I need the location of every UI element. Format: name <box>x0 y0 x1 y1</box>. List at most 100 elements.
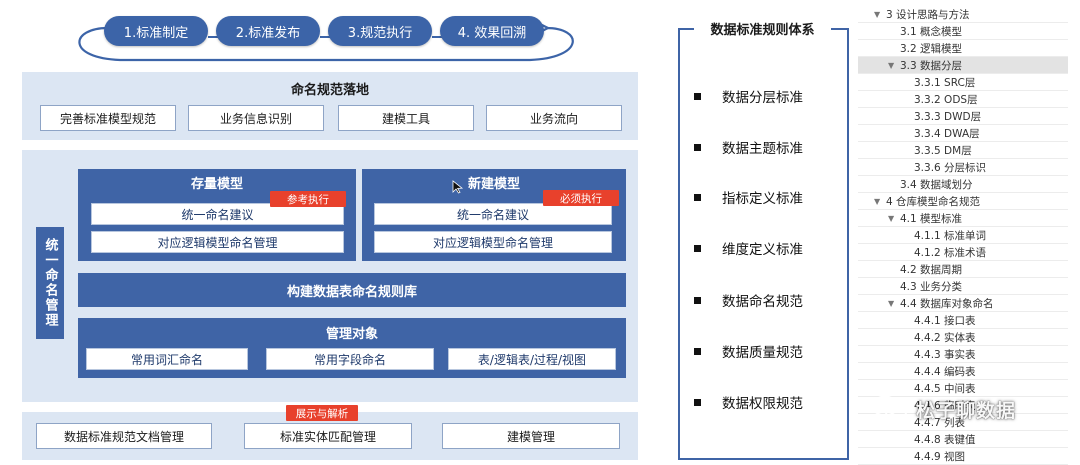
outline-item[interactable]: 3.3.2 ODS层 <box>858 91 1068 108</box>
outline-item-label: 3.3.6 分层标识 <box>914 161 987 174</box>
outline-item-label: 4.1.1 标准单词 <box>914 229 987 242</box>
standard-item-1: 数据分层标准 <box>694 86 803 106</box>
flow-step-3: 3.规范执行 <box>328 16 432 46</box>
new-model-block: 新建模型 统一命名建议 对应逻辑模型命名管理 <box>362 169 626 261</box>
bullet-square-icon <box>694 398 701 406</box>
bullet-square-icon <box>694 143 701 151</box>
outline-item[interactable]: 4.1.2 标准术语 <box>858 244 1068 261</box>
outline-item[interactable]: 4.1.1 标准单词 <box>858 227 1068 244</box>
outline-item[interactable]: 3.2 逻辑模型 <box>858 40 1068 57</box>
outline-item[interactable]: 4.4.6 临时表 <box>858 397 1068 414</box>
outline-item[interactable]: 3.3.1 SRC层 <box>858 74 1068 91</box>
outline-item[interactable]: ▼ 4.1 模型标准 <box>858 210 1068 227</box>
unified-naming-label: 统一命名管理 <box>36 227 64 339</box>
bottom-item-2: 标准实体匹配管理 <box>244 423 412 449</box>
standards-panel <box>678 28 849 460</box>
outline-item-label: 3.2 逻辑模型 <box>900 42 963 55</box>
existing-model-title: 存量模型 <box>190 177 243 192</box>
expand-triangle-icon[interactable]: ▼ <box>888 213 895 223</box>
expand-triangle-icon[interactable]: ▼ <box>874 9 881 19</box>
outline-item-label: 3.3.3 DWD层 <box>914 110 982 123</box>
outline-item-label: 4.4.2 实体表 <box>914 331 976 344</box>
bullet-square-icon <box>694 296 701 304</box>
flow-step-4: 4. 效果回溯 <box>440 16 544 46</box>
outline-item[interactable]: 3.1 概念模型 <box>858 23 1068 40</box>
outline-item-label: 4.4 数据库对象命名 <box>900 297 994 310</box>
bullet-square-icon <box>694 244 701 252</box>
outline-item-label: 3.3.1 SRC层 <box>914 76 976 89</box>
managed-item-3: 表/逻辑表/过程/视图 <box>448 348 616 370</box>
naming-library-bar: 构建数据表命名规则库 <box>78 273 626 307</box>
new-model-title: 新建模型 <box>467 177 520 192</box>
outline-item-label: 3.4 数据域划分 <box>900 178 973 191</box>
standard-label: 数据主题标准 <box>722 141 803 157</box>
naming-item-1: 完善标准模型规范 <box>40 105 176 131</box>
managed-item-2: 常用字段命名 <box>266 348 434 370</box>
outline-item[interactable]: 3.4 数据域划分 <box>858 176 1068 193</box>
outline-item-label: 4.4.6 临时表 <box>914 399 976 412</box>
outline-item[interactable]: 4.4.2 实体表 <box>858 329 1068 346</box>
bullet-square-icon <box>694 347 701 355</box>
outline-item[interactable]: ▼3.3 数据分层 <box>858 57 1068 74</box>
standard-label: 数据命名规范 <box>722 294 803 310</box>
outline-item-label: 4.1 模型标准 <box>900 212 963 225</box>
expand-triangle-icon[interactable]: ▼ <box>888 298 895 308</box>
new-tag: 必须执行 <box>543 190 619 206</box>
expand-triangle-icon[interactable]: ▼ <box>888 60 895 70</box>
outline-item[interactable]: 4.3 业务分类 <box>858 278 1068 295</box>
naming-panel: 命名规范落地 完善标准模型规范 业务信息识别 建模工具 业务流向 <box>22 72 638 140</box>
bottom-item-3: 建模管理 <box>442 423 620 449</box>
outline-item[interactable]: 4.4.1 接口表 <box>858 312 1068 329</box>
watermark: 松子聊数据 <box>870 392 1070 426</box>
existing-model-block: 存量模型 统一命名建议 对应逻辑模型命名管理 <box>78 169 356 261</box>
outline-item[interactable]: 3.3.4 DWA层 <box>858 125 1068 142</box>
outline-item-label: 4.2 数据周期 <box>900 263 963 276</box>
wechat-icon <box>872 395 907 421</box>
outline-item[interactable]: 4.2 数据周期 <box>858 261 1068 278</box>
managed-item-1: 常用词汇命名 <box>86 348 248 370</box>
outline-item[interactable]: 3.3.6 分层标识 <box>858 159 1068 176</box>
flow-step-1: 1.标准制定 <box>104 16 208 46</box>
managed-objects-block: 管理对象 常用词汇命名 常用字段命名 表/逻辑表/过程/视图 <box>78 318 626 378</box>
standard-item-5: 数据命名规范 <box>694 290 803 310</box>
standard-item-4: 维度定义标准 <box>694 238 803 258</box>
standard-label: 维度定义标准 <box>722 242 803 258</box>
outline-item[interactable]: ▼3 设计思路与方法 <box>858 6 1068 23</box>
outline-item[interactable]: ▼ 4.4 数据库对象命名 <box>858 295 1068 312</box>
flow-step-2: 2.标准发布 <box>216 16 320 46</box>
managed-objects-title: 管理对象 <box>325 327 378 342</box>
outline-item[interactable]: 4.4.5 中间表 <box>858 380 1068 397</box>
existing-tag: 参考执行 <box>270 191 346 207</box>
standard-item-6: 数据质量规范 <box>694 341 803 361</box>
outline-item[interactable]: 3.3.3 DWD层 <box>858 108 1068 125</box>
bullet-square-icon <box>694 92 701 100</box>
outline-item[interactable]: 3.3.5 DM层 <box>858 142 1068 159</box>
outline-item-label: 3.3.2 ODS层 <box>914 93 978 106</box>
existing-row-1: 统一命名建议 <box>91 203 344 225</box>
outline-item-label: 3.1 概念模型 <box>900 25 963 38</box>
outline-item-label: 4.4.3 事实表 <box>914 348 976 361</box>
outline-item[interactable]: 4.4.3 事实表 <box>858 346 1068 363</box>
standard-label: 数据权限规范 <box>722 396 803 412</box>
expand-triangle-icon[interactable]: ▼ <box>874 196 881 206</box>
naming-item-2: 业务信息识别 <box>188 105 324 131</box>
bullet-square-icon <box>694 193 701 201</box>
outline-item-label: 4.1.2 标准术语 <box>914 246 987 259</box>
outline-item[interactable]: 4.4.8 表键值 <box>858 431 1068 448</box>
naming-library-label: 构建数据表命名规则库 <box>286 284 417 300</box>
standard-label: 数据分层标准 <box>722 90 803 106</box>
outline-item-label: 4 仓库模型命名规范 <box>886 195 981 208</box>
outline-item-label: 4.4.9 视图 <box>914 450 966 463</box>
standard-item-3: 指标定义标准 <box>694 187 803 207</box>
outline-item[interactable]: ▼ 4 仓库模型命名规范 <box>858 193 1068 210</box>
outline-item[interactable]: 4.4.9 视图 <box>858 448 1068 465</box>
naming-title: 命名规范落地 <box>290 83 369 98</box>
outline-item[interactable]: 4.4.7 列表 <box>858 414 1068 431</box>
standard-item-7: 数据权限规范 <box>694 392 803 412</box>
outline-item-label: 4.4.4 编码表 <box>914 365 976 378</box>
outline-item-label: 3.3.5 DM层 <box>914 144 972 157</box>
outline-item-label: 4.4.7 列表 <box>914 416 966 429</box>
outline-item[interactable]: 4.4.4 编码表 <box>858 363 1068 380</box>
naming-item-3: 建模工具 <box>338 105 474 131</box>
existing-row-2: 对应逻辑模型命名管理 <box>91 231 344 253</box>
